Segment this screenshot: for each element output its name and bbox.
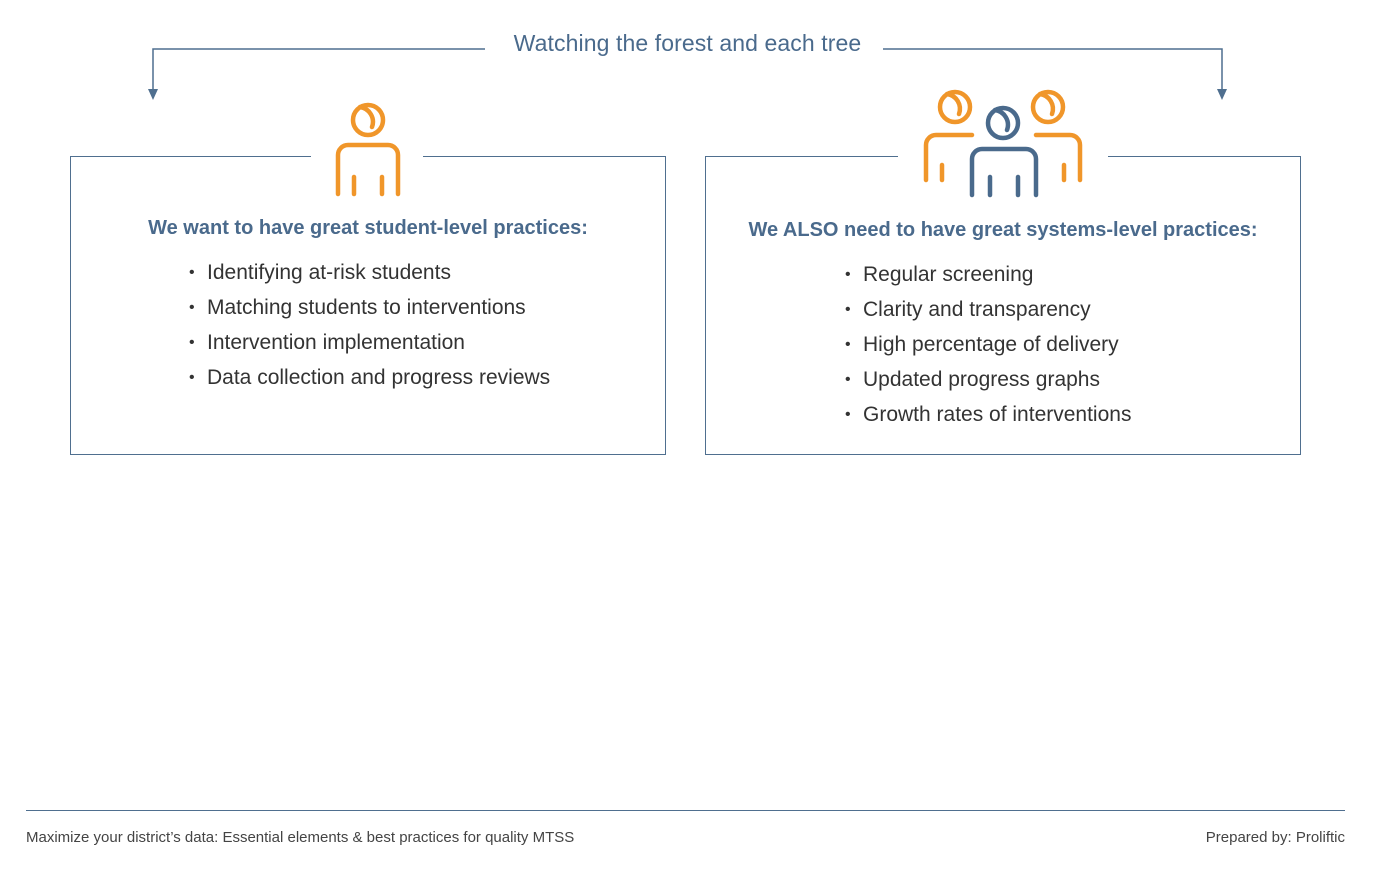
bullet-icon: • (189, 264, 195, 281)
bullet-icon: • (845, 371, 851, 388)
list-item: •Data collection and progress reviews (189, 360, 550, 395)
footer-divider (26, 810, 1345, 811)
student-level-panel: We want to have great student-level prac… (70, 102, 666, 455)
person-icon (335, 102, 401, 197)
student-level-list: •Identifying at-risk students •Matching … (189, 255, 550, 395)
group-icon (923, 89, 1083, 198)
connector-left-line (152, 48, 485, 92)
systems-level-title: We ALSO need to have great systems-level… (748, 219, 1258, 241)
list-item: •Updated progress graphs (845, 362, 1131, 397)
panel-border-gap (898, 154, 1108, 160)
heading-connector (148, 48, 1227, 100)
list-item: •Identifying at-risk students (189, 255, 550, 290)
panel-border-gap (311, 154, 423, 160)
student-level-title: We want to have great student-level prac… (148, 217, 588, 239)
bullet-icon: • (845, 336, 851, 353)
list-item: •Intervention implementation (189, 325, 550, 360)
arrow-down-left-icon (148, 89, 158, 100)
list-item: •Growth rates of interventions (845, 397, 1131, 432)
bullet-icon: • (189, 369, 195, 386)
connector-right-line (883, 48, 1223, 92)
bullet-icon: • (845, 266, 851, 283)
arrow-down-right-icon (1217, 89, 1227, 100)
bullet-icon: • (189, 299, 195, 316)
list-item: •Regular screening (845, 257, 1131, 292)
list-item: •Matching students to interventions (189, 290, 550, 325)
bullet-icon: • (189, 334, 195, 351)
systems-level-list: •Regular screening •Clarity and transpar… (845, 257, 1131, 432)
list-item: •High percentage of delivery (845, 327, 1131, 362)
systems-level-panel: We ALSO need to have great systems-level… (705, 89, 1301, 455)
bullet-icon: • (845, 301, 851, 318)
footer-prepared-by: Prepared by: Proliftic (1205, 829, 1345, 846)
page-heading: Watching the forest and each tree (513, 30, 862, 56)
bullet-icon: • (845, 406, 851, 423)
list-item: •Clarity and transparency (845, 292, 1131, 327)
footer-document-title: Maximize your district’s data: Essential… (26, 829, 575, 846)
